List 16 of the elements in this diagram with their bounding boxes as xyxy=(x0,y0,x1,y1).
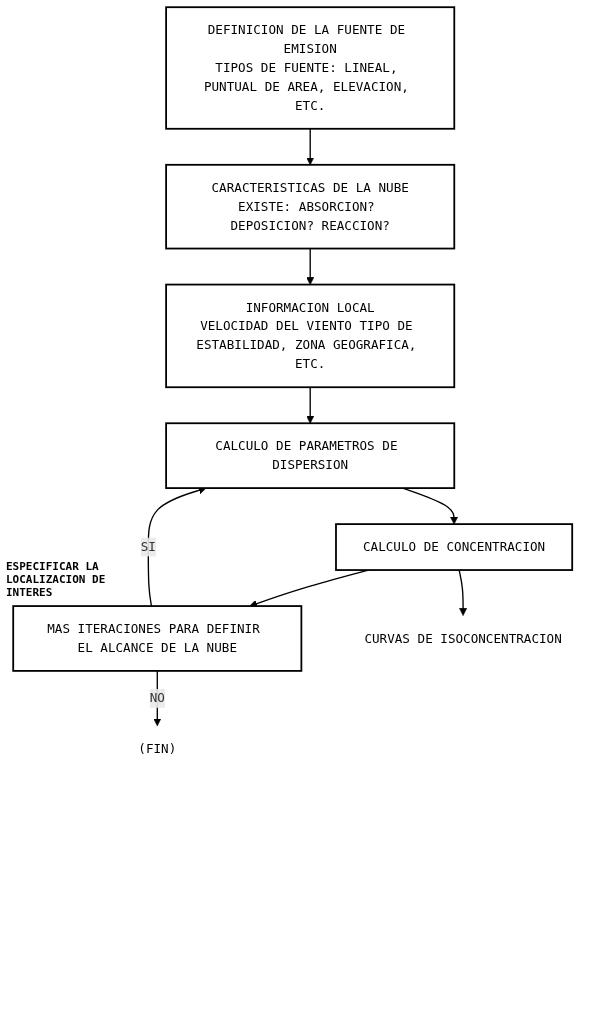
node-box: CALCULO DE CONCENTRACION xyxy=(335,523,574,571)
note-text: ESPECIFICAR LA LOCALIZACION DE INTERES xyxy=(6,560,107,599)
node-text: (FIN) xyxy=(138,741,177,756)
arrow xyxy=(458,569,468,616)
node-box: INFORMACION LOCAL VELOCIDAD DEL VIENTO TIPO DE ESTABILIDAD, ZONA GEOGRAFICA, ETC. xyxy=(165,283,456,389)
node-box: CARACTERISTICAS DE LA NUBE EXISTE: ABSORCION? DEPOSICION? REACCION? xyxy=(165,163,456,250)
node-box: DEFINICION DE LA FUENTE DE EMISION TIPOS DE FUENTE: LINEAL, PUNTUAL DE AREA, ELEVACION, ETC. xyxy=(165,6,456,130)
node-text: CURVAS DE ISOCONCENTRACION xyxy=(364,630,562,646)
node-box: CALCULO DE PARAMETROS DE DISPERSION xyxy=(165,422,456,489)
arrow xyxy=(306,386,315,424)
arrow xyxy=(306,128,315,166)
arrow xyxy=(306,247,315,285)
node-box: MAS ITERACIONES PARA DEFINIR EL ALCANCE DE LA NUBE xyxy=(12,605,303,672)
edge-label: SI xyxy=(140,539,156,554)
edge-label: NO xyxy=(149,690,165,706)
arrow xyxy=(153,670,162,727)
